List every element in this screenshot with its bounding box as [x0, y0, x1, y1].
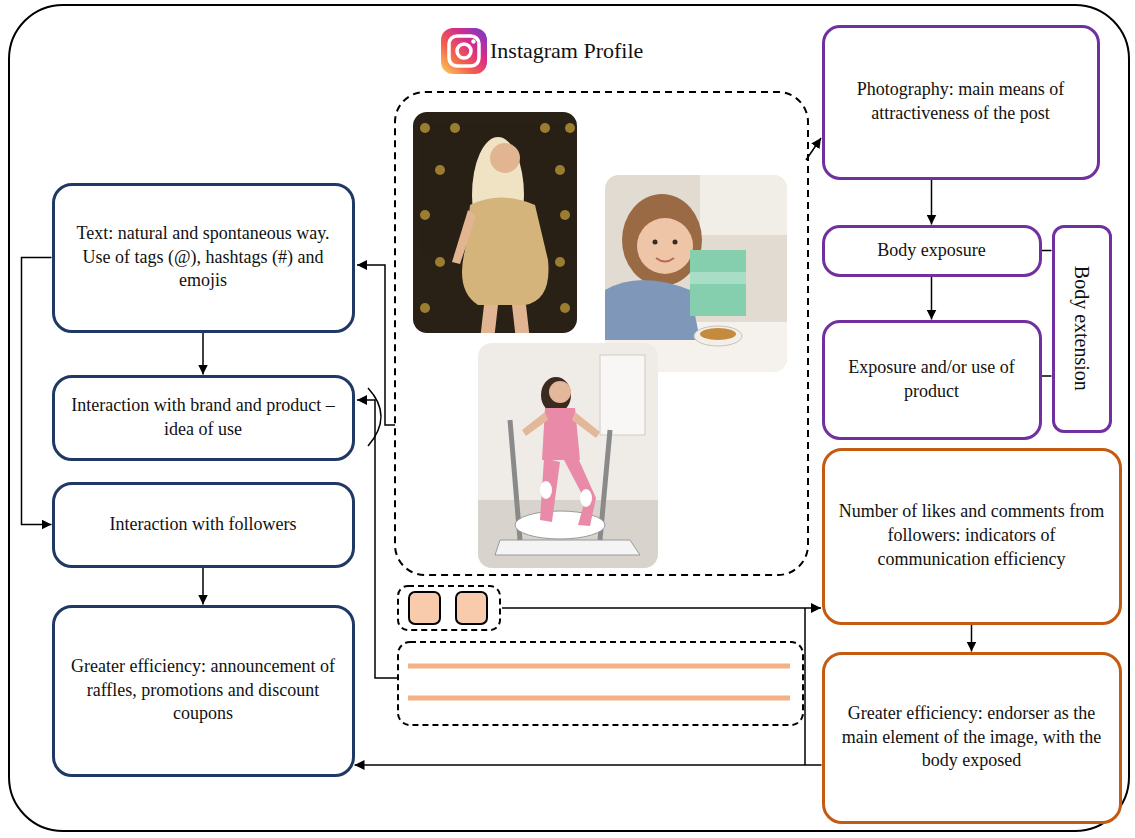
node-label: Number of likes and comments from follow… [839, 500, 1105, 572]
connector-arrow [355, 764, 822, 766]
result-box: Number of likes and comments from follow… [822, 448, 1122, 625]
bracket-arc [368, 388, 381, 446]
node-label: Interaction with followers [110, 513, 297, 537]
instagram-icon [441, 28, 487, 74]
process-box: Greater efficiency: announcement of raff… [52, 605, 355, 777]
photo-frame [395, 92, 808, 575]
photo-endorser-dress [413, 112, 577, 333]
result-box: Greater efficiency: endorser as the main… [822, 652, 1122, 824]
photo-endorser-gym [478, 343, 658, 568]
connector-arrow [931, 180, 933, 225]
node-label: Greater efficiency: announcement of raff… [67, 655, 340, 727]
node-label: Exposure and/or use of product [837, 356, 1027, 404]
caption-frame [398, 642, 803, 725]
leader-arrow [806, 138, 821, 160]
node-label: Photography: main means of attractivenes… [837, 78, 1085, 126]
connector-arrow [1042, 250, 1052, 252]
node-label: Text: natural and spontaneous way. Use o… [67, 222, 340, 294]
leader-arrow [357, 400, 398, 678]
connector-arrow [22, 258, 52, 525]
node-label: Body exposure [877, 239, 985, 263]
profile-frame: Instagram ProfileText: natural and spont… [8, 4, 1130, 832]
vertical-band: Body extension [1052, 225, 1112, 433]
node-label: Greater efficiency: endorser as the main… [839, 702, 1105, 774]
process-box: Text: natural and spontaneous way. Use o… [52, 183, 355, 333]
comment-icon [456, 592, 487, 624]
caption-line [408, 664, 790, 669]
leader-arrow [357, 265, 395, 425]
connector-arrow [202, 333, 204, 375]
process-box: Interaction with brand and product – ide… [52, 375, 355, 461]
connector-arrow [202, 568, 204, 605]
connector-arrow [931, 277, 933, 320]
process-box: Interaction with followers [52, 482, 355, 568]
like-icon [409, 592, 440, 624]
caption-line [408, 696, 790, 701]
node-label: Body extension [1068, 266, 1095, 391]
node-label: Instagram Profile [490, 36, 643, 65]
connector-arrow [971, 625, 973, 652]
reaction-frame [398, 586, 500, 630]
photo-endorser-tea [605, 175, 787, 372]
process-box: Exposure and/or use of product [822, 320, 1042, 440]
leader-arrow [502, 607, 821, 609]
process-box: Body exposure [822, 225, 1042, 277]
process-box: Photography: main means of attractivenes… [822, 25, 1100, 180]
connector-arrow [1042, 375, 1052, 377]
leader-line [804, 608, 806, 765]
node-label: Interaction with brand and product – ide… [67, 394, 340, 442]
